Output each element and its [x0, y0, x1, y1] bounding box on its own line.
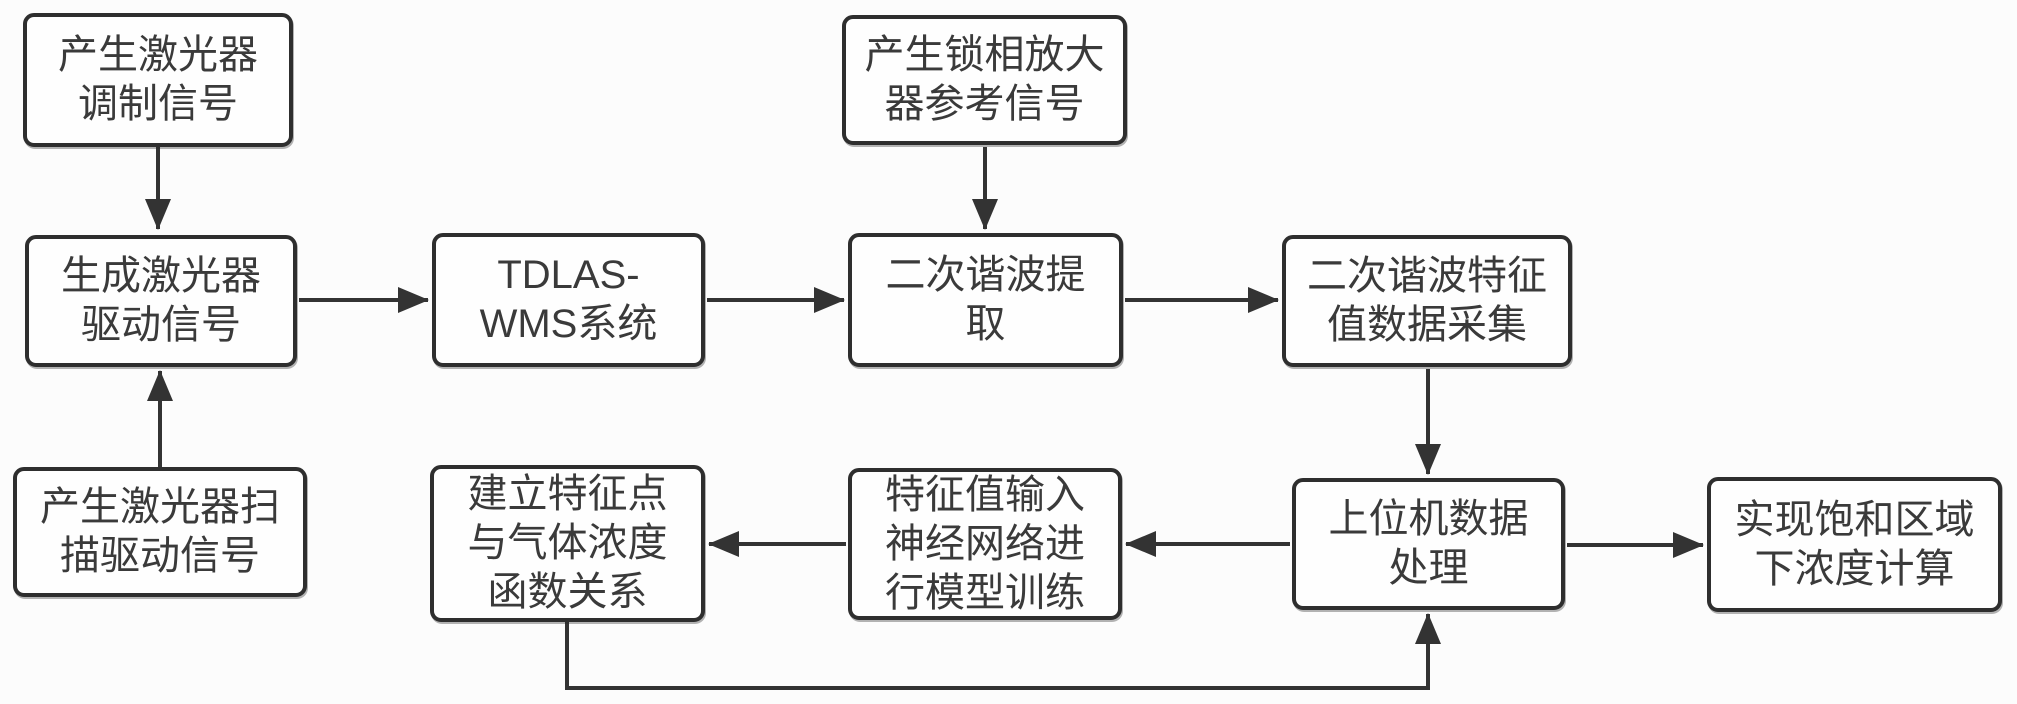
arrow-feature-concentration-fn-to-host-processing-feedback: [565, 613, 1441, 690]
node-laser-drive: 生成激光器 驱动信号: [25, 235, 297, 367]
node-host-processing: 上位机数据 处理: [1292, 478, 1565, 610]
node-lockin-reference: 产生锁相放大 器参考信号: [842, 15, 1127, 145]
node-tdlas-wms-system: TDLAS- WMS系统: [432, 233, 705, 367]
node-second-harmonic-extraction: 二次谐波提 取: [848, 233, 1123, 367]
node-laser-scan-drive: 产生激光器扫 描驱动信号: [13, 467, 307, 597]
node-laser-modulation: 产生激光器 调制信号: [23, 13, 293, 147]
node-harmonic-feature-acquisition: 二次谐波特征 值数据采集: [1282, 235, 1572, 367]
node-feature-concentration-function: 建立特征点 与气体浓度 函数关系: [430, 465, 705, 622]
node-saturated-concentration-calculation: 实现饱和区域 下浓度计算: [1707, 477, 2002, 612]
node-nn-training: 特征值输入 神经网络进 行模型训练: [848, 468, 1122, 620]
